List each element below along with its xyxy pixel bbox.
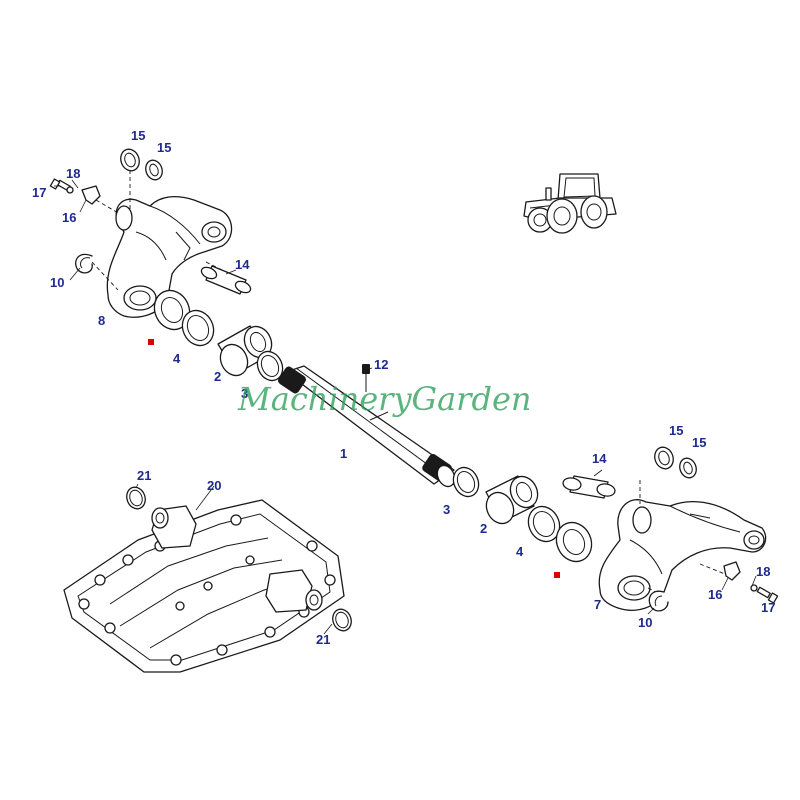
o-ring-3-left[interactable] <box>253 347 287 384</box>
retaining-ring-15-left-b[interactable] <box>143 158 165 182</box>
callout-3-left: 3 <box>241 386 248 401</box>
callout-2-right: 2 <box>480 521 487 536</box>
callout-17-left: 17 <box>32 185 46 200</box>
lock-plate-16-right[interactable] <box>723 561 741 581</box>
callout-15-right-b: 15 <box>692 435 706 450</box>
tractor-icon <box>523 173 617 234</box>
lift-housing-cover-20[interactable] <box>63 499 345 673</box>
seal-ring-left[interactable] <box>177 305 219 350</box>
callout-15-right-a: 15 <box>669 423 683 438</box>
callout-15-left-b: 15 <box>157 140 171 155</box>
leader-lines <box>54 179 757 635</box>
callout-4-left: 4 <box>173 351 181 366</box>
pin-14-right[interactable] <box>562 475 616 499</box>
washer-18-left[interactable] <box>66 186 74 194</box>
lift-arm-right[interactable] <box>598 499 767 611</box>
callout-14-right: 14 <box>592 451 607 466</box>
new-part-marker-right <box>554 572 560 578</box>
washer-18-right[interactable] <box>750 584 758 592</box>
callout-2-left: 2 <box>214 369 221 384</box>
callout-17-right: 17 <box>761 600 775 615</box>
callout-8: 8 <box>98 313 105 328</box>
retaining-ring-15-left-a[interactable] <box>118 147 142 174</box>
callout-15-left-a: 15 <box>131 128 145 143</box>
watermark-text: MachineryGarden <box>237 380 532 418</box>
bushing-2-right[interactable] <box>481 472 542 528</box>
callout-labels: 15 15 18 17 16 10 8 14 4 2 3 12 1 21 20 … <box>32 128 775 647</box>
circlip-21-upper[interactable] <box>124 485 148 512</box>
o-ring-3-right[interactable] <box>449 463 483 500</box>
callout-21-upper: 21 <box>137 468 151 483</box>
lift-arm-left[interactable] <box>106 195 233 318</box>
circlip-10-right[interactable] <box>648 590 669 612</box>
callout-4-right: 4 <box>516 544 524 559</box>
callout-14-left: 14 <box>235 257 250 272</box>
bushing-2-left[interactable] <box>215 322 276 380</box>
grease-nipple-12[interactable] <box>362 364 370 392</box>
thrust-washer-4-left[interactable] <box>148 285 196 336</box>
lift-shaft-1[interactable] <box>276 365 457 489</box>
seal-ring-right[interactable] <box>523 501 565 546</box>
retaining-ring-15-right-a[interactable] <box>652 445 676 472</box>
callout-20: 20 <box>207 478 221 493</box>
callout-16-right: 16 <box>708 587 722 602</box>
callout-18-right: 18 <box>756 564 770 579</box>
bolt-17-right[interactable] <box>756 586 779 604</box>
new-part-marker-left <box>148 339 154 345</box>
retaining-ring-15-right-b[interactable] <box>677 456 699 480</box>
callout-21-lower: 21 <box>316 632 330 647</box>
thrust-washer-4-right[interactable] <box>550 517 598 568</box>
callout-1: 1 <box>340 446 347 461</box>
pin-14-left[interactable] <box>200 265 253 295</box>
callout-3-right: 3 <box>443 502 450 517</box>
lock-plate-16-left[interactable] <box>81 185 101 205</box>
callout-10-left: 10 <box>50 275 64 290</box>
callout-7: 7 <box>594 597 601 612</box>
callout-16-left: 16 <box>62 210 76 225</box>
callout-10-right: 10 <box>638 615 652 630</box>
callout-18-left: 18 <box>66 166 80 181</box>
callout-12: 12 <box>374 357 388 372</box>
circlip-21-lower[interactable] <box>330 607 354 634</box>
